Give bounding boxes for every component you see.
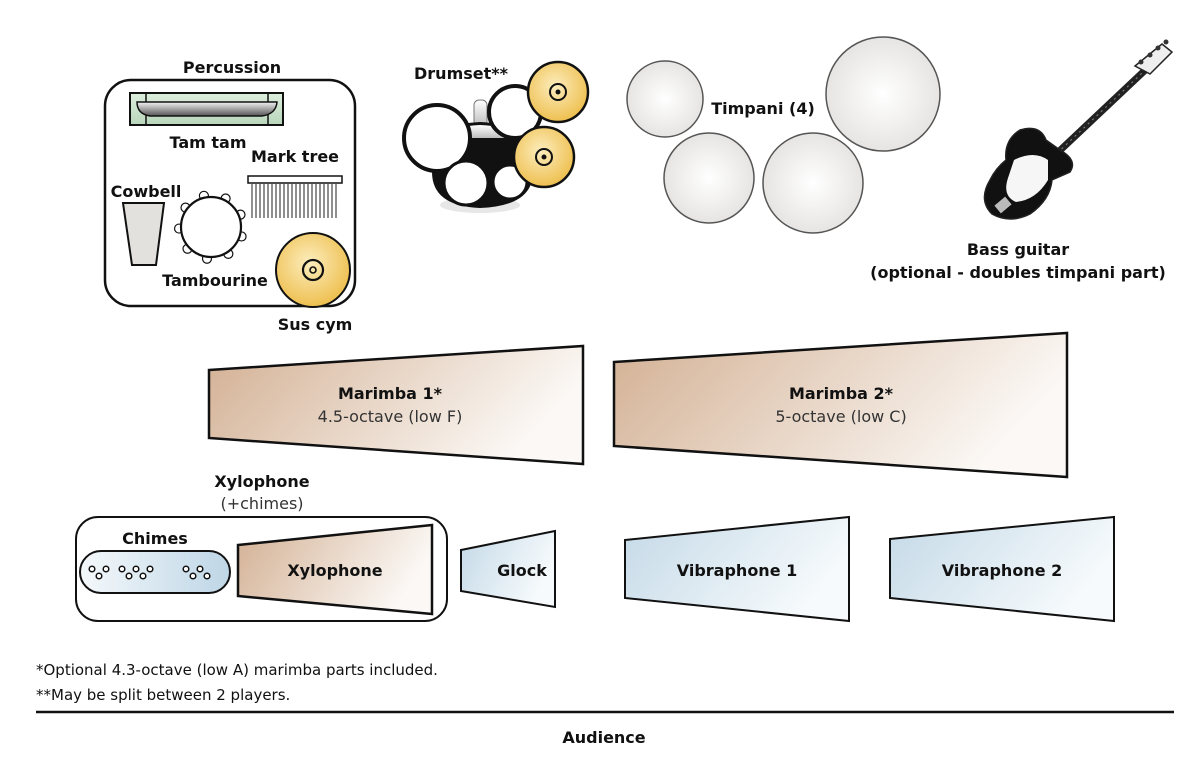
vibraphone-2-shape: [889, 515, 1115, 623]
timpani-drum: [825, 36, 941, 152]
percussion-station: [103, 78, 357, 308]
timpani-group: [626, 36, 941, 234]
chimes-tubes: [88, 565, 211, 580]
tambourine-label: Tambourine: [162, 271, 268, 290]
marimba-2-range: 5-octave (low C): [775, 407, 907, 426]
chimes-shape: [79, 550, 231, 594]
chime-tube: [203, 572, 211, 580]
xylophone-station-title: Xylophone: [214, 472, 310, 491]
chime-tube: [102, 565, 110, 573]
chime-tube: [88, 565, 96, 573]
marimba-2-label: Marimba 2*: [788, 384, 894, 403]
marimba-1-shape: [207, 344, 585, 466]
mark-tree-label: Mark tree: [250, 147, 340, 166]
chime-tube: [196, 565, 204, 573]
timpani-drum: [762, 132, 864, 234]
chime-tube: [118, 565, 126, 573]
bass-guitar-icon: [983, 39, 1174, 220]
tambourine-icon: [173, 190, 247, 264]
tam-tam-label: Tam tam: [169, 133, 247, 152]
bass-guitar-note: (optional - doubles timpani part): [870, 263, 1166, 282]
chime-tube: [95, 572, 103, 580]
marimba-1-range: 4.5-octave (low F): [317, 407, 463, 426]
drumset-label: Drumset**: [414, 64, 508, 83]
glock-label: Glock: [497, 561, 547, 580]
chime-tube: [139, 572, 147, 580]
vibraphone-2-label: Vibraphone 2: [941, 561, 1063, 580]
vibraphone-1-shape: [624, 515, 850, 623]
glock-shape: [460, 529, 556, 609]
mark-tree-icon: [247, 175, 343, 218]
sus-cym-label: Sus cym: [277, 315, 353, 334]
bass-guitar-label: Bass guitar: [966, 240, 1070, 259]
footnote-2: **May be split between 2 players.: [36, 686, 291, 704]
tam-tam-icon: [129, 92, 284, 126]
cowbell-icon: [121, 202, 166, 266]
chime-tube: [132, 565, 140, 573]
suspended-cymbal-icon: [275, 232, 351, 308]
timpani-drum: [626, 60, 704, 138]
cowbell-label: Cowbell: [110, 182, 182, 201]
vibraphone-1-label: Vibraphone 1: [676, 561, 798, 580]
chime-tube: [189, 572, 197, 580]
footnote-1: *Optional 4.3-octave (low A) marimba par…: [36, 661, 438, 679]
xylophone-label: Xylophone: [287, 561, 383, 580]
marimba-1-label: Marimba 1*: [337, 384, 443, 403]
chime-tube: [182, 565, 190, 573]
marimba-2-shape: [612, 331, 1069, 479]
xylophone-station: [75, 516, 448, 622]
chimes-label: Chimes: [122, 529, 188, 548]
xylophone-shape: [236, 523, 434, 616]
audience-label: Audience: [562, 728, 646, 747]
percussion-title: Percussion: [182, 58, 282, 77]
drumset-icon: [402, 60, 590, 213]
timpani-drum: [663, 132, 755, 224]
chime-tube: [146, 565, 154, 573]
xylophone-station-subtitle: (+chimes): [220, 494, 304, 513]
timpani-label: Timpani (4): [711, 99, 815, 118]
chime-tube: [125, 572, 133, 580]
